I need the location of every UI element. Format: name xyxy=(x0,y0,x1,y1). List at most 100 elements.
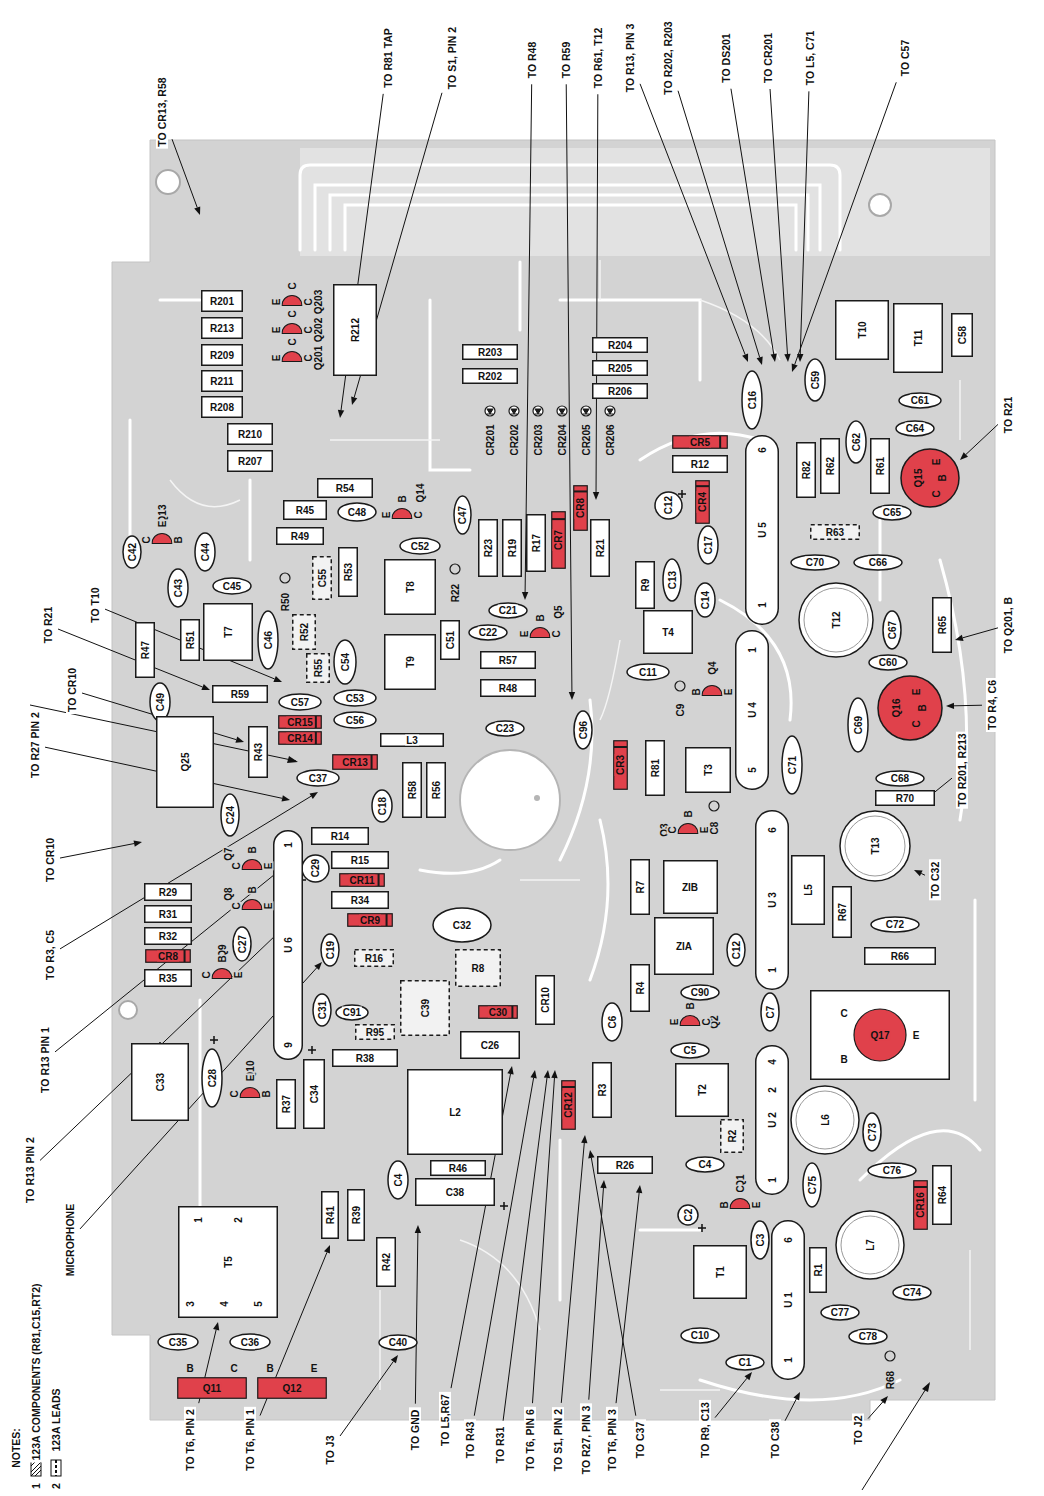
component-box: R82 xyxy=(796,442,816,498)
capacitor-outline xyxy=(279,694,321,710)
component-box-outline xyxy=(415,1178,495,1206)
capacitor-oval: C13 xyxy=(662,558,682,602)
component-box-outline xyxy=(376,1237,396,1287)
component-outline xyxy=(377,1238,396,1287)
pad-circle-outline xyxy=(447,563,463,607)
transistor-symbol: Q13CEB xyxy=(151,529,173,551)
component-label: C38 xyxy=(445,1187,465,1198)
component-label: R9 xyxy=(640,578,651,593)
leader-arrowhead xyxy=(925,792,933,800)
component-label: R43 xyxy=(253,742,264,762)
component-label: CR11 xyxy=(348,875,375,886)
capacitor-oval: C71 xyxy=(781,735,803,795)
pin-label: 2 xyxy=(767,1086,778,1094)
capacitor-outline xyxy=(489,603,527,618)
coil-outline xyxy=(791,1086,859,1154)
diode-outline xyxy=(551,512,565,569)
capacitor-oval: C12 xyxy=(726,933,746,967)
component-label: C55 xyxy=(317,568,328,588)
component-box-outline xyxy=(135,622,155,678)
capacitor-outline xyxy=(695,583,715,617)
callout-label: TO C57 xyxy=(899,38,911,79)
callout-label: TO R27, PIN 3 xyxy=(580,1404,592,1477)
diode-band xyxy=(386,914,388,926)
diode-mark: CR206 xyxy=(602,404,618,460)
pin-label: C xyxy=(287,337,298,346)
component-box: R32 xyxy=(144,927,192,945)
capacitor-outline xyxy=(863,1113,881,1151)
capacitor-oval-outline xyxy=(868,654,908,671)
component-box: R67 xyxy=(832,886,852,938)
component-label: U 2 xyxy=(767,1111,778,1129)
component-label: CR13 xyxy=(341,757,369,768)
diode-mark-symbol xyxy=(535,409,541,414)
component-label: C56 xyxy=(345,715,365,726)
component-label: C69 xyxy=(853,715,864,735)
component-label: T5 xyxy=(223,1255,234,1269)
component-label: C68 xyxy=(890,773,910,784)
callout-label: TO R27 PIN 2 xyxy=(29,710,41,780)
capacitor-oval-outline xyxy=(680,984,720,1001)
ic-package: U 415 xyxy=(735,630,769,790)
diode-mark-outline xyxy=(557,406,567,416)
pin-label: 5 xyxy=(747,766,758,774)
component-label: C5 xyxy=(683,1045,698,1056)
component-label: CR16 xyxy=(915,1191,926,1219)
component-label: Q10 xyxy=(245,1060,256,1081)
component-label: C34 xyxy=(309,1084,320,1104)
pin-label: B xyxy=(535,613,546,622)
component-box-outline xyxy=(144,969,192,987)
transistor-symbol: Q14EBC xyxy=(391,504,413,526)
component-label: C44 xyxy=(200,542,211,562)
transistor-outline xyxy=(730,1199,750,1209)
component-outline xyxy=(481,680,536,697)
component-box-outline xyxy=(276,1079,296,1129)
capacitor-oval: C77 xyxy=(820,1304,860,1321)
leader-line xyxy=(640,84,745,355)
transistor-outline xyxy=(242,900,262,910)
capacitor-oval-outline xyxy=(867,1162,917,1179)
component-label: C53 xyxy=(345,693,365,704)
component-box-outline xyxy=(276,527,324,545)
callout-label: TO R3, C5 xyxy=(44,928,56,982)
capacitor-oval-outline xyxy=(790,554,840,571)
callout-label: TO T10 xyxy=(89,585,101,624)
component-outline xyxy=(202,371,243,392)
capacitor-oval: C78 xyxy=(848,1328,888,1345)
component-label: C11 xyxy=(638,667,658,678)
coil-inner-ring xyxy=(841,1216,899,1274)
capacitor-oval: C5 xyxy=(670,1042,710,1059)
component-outline xyxy=(871,439,890,494)
leader-arrowhead xyxy=(960,452,968,460)
transistor-outline xyxy=(680,1016,700,1026)
component-box-outline xyxy=(178,1206,278,1318)
component-outline xyxy=(461,1032,520,1059)
leader-line xyxy=(415,1233,417,1404)
component-label: C16 xyxy=(747,390,758,410)
capacitor-outline xyxy=(698,526,718,564)
component-box: R21 xyxy=(590,519,610,577)
transistor-symbol-outline xyxy=(281,347,303,369)
component-label: R67 xyxy=(837,902,848,922)
callout-label: TO R201, R213 xyxy=(956,731,968,808)
capacitor-oval: C24 xyxy=(220,793,240,837)
callout-label: TO CR10 xyxy=(66,666,78,714)
dashed-component-box-outline xyxy=(306,653,330,683)
callout-label: TO C37 xyxy=(634,1420,646,1461)
capacitor-oval: C61 xyxy=(898,392,942,409)
component-box-outline xyxy=(426,762,446,818)
component-box-outline xyxy=(317,478,373,498)
component-label: R207 xyxy=(237,456,263,467)
diode-mark-symbol xyxy=(559,409,565,414)
capacitor-oval-outline xyxy=(278,693,322,711)
legend-swatch xyxy=(50,1459,62,1477)
capacitor-oval: C62 xyxy=(845,420,867,464)
component-box: R31 xyxy=(144,905,192,923)
component-label: C49 xyxy=(155,692,166,712)
component-box: R81 xyxy=(645,740,665,796)
transistor-outline xyxy=(212,969,232,979)
leader-line xyxy=(715,1378,747,1417)
leader-line xyxy=(60,796,311,949)
component-box: R62 xyxy=(820,438,840,494)
pin-label: C xyxy=(701,1017,712,1026)
